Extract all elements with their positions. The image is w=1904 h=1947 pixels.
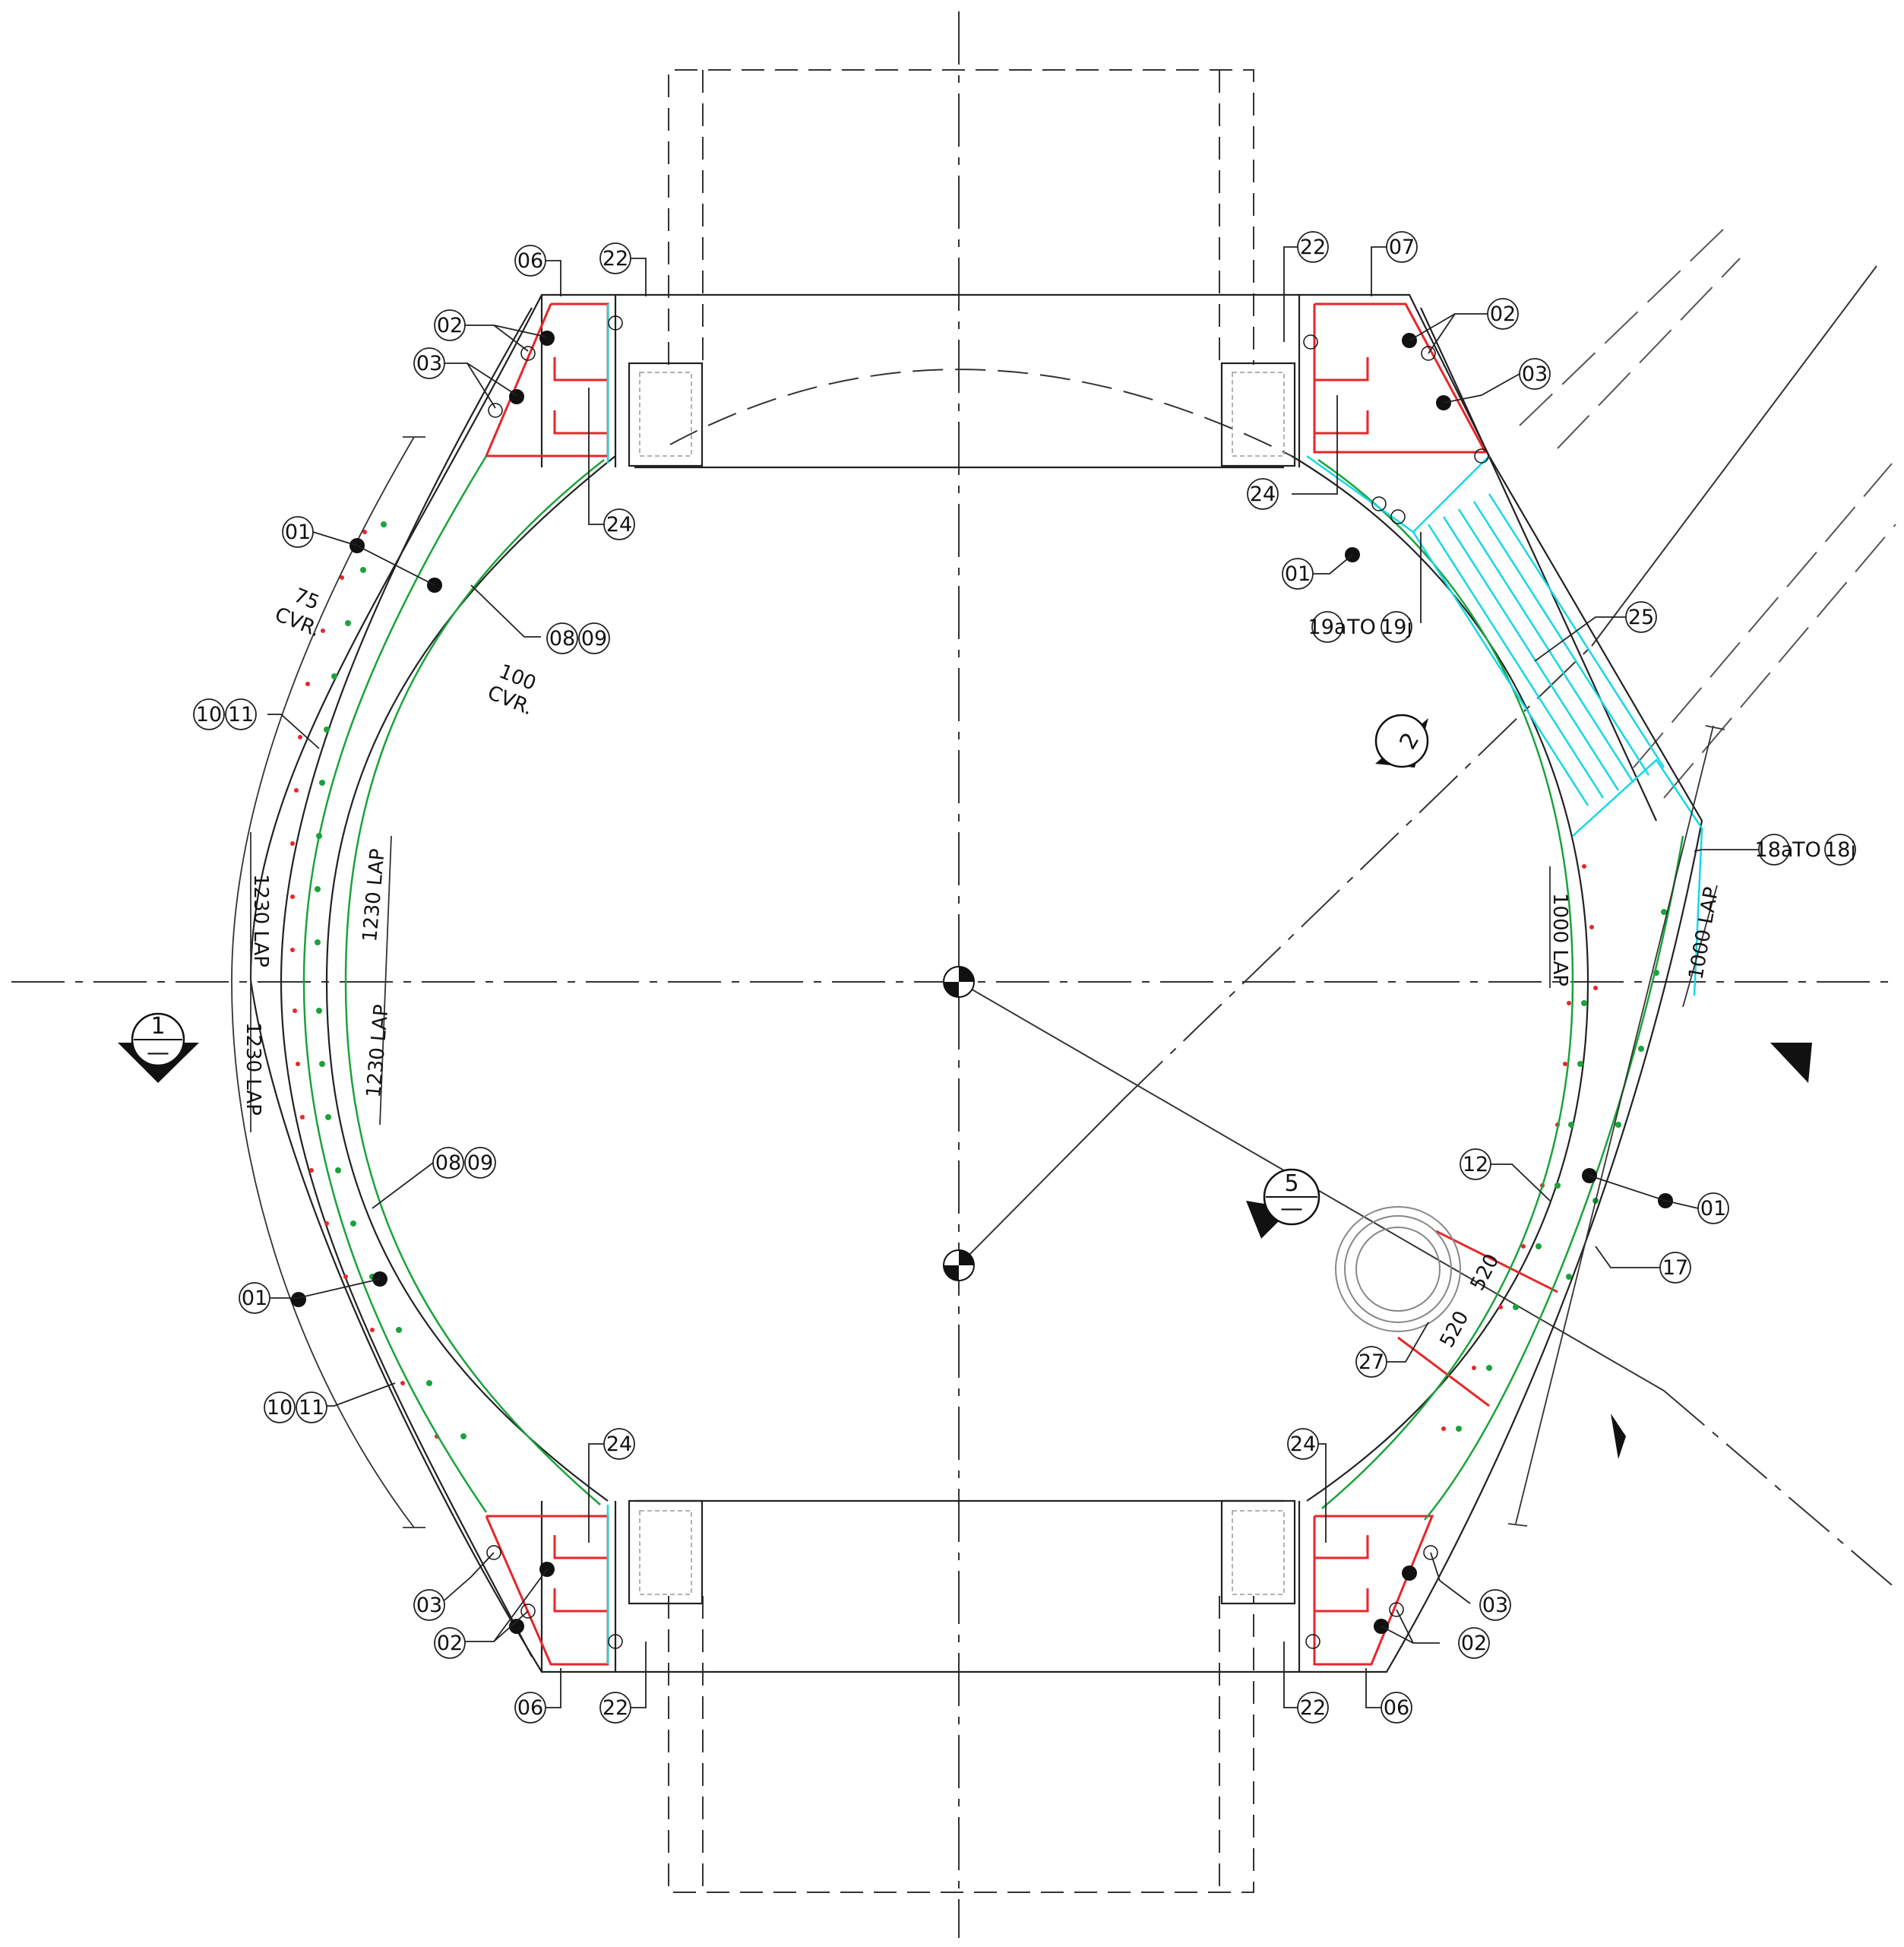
tag-03-top-right: 03: [1522, 362, 1548, 386]
tag-01-left-upper: 01: [285, 521, 311, 544]
tag-03-bottom-left: 03: [416, 1594, 442, 1617]
dim-520-upper: 520: [1466, 1250, 1504, 1294]
red-rebar: [484, 302, 1558, 1666]
section-arrows: [1611, 1043, 1812, 1459]
tag-02-bottom-right: 02: [1461, 1632, 1487, 1655]
centroid-symbols: [943, 966, 975, 1281]
tag-19a: 19a: [1308, 616, 1347, 639]
tag-03-bottom-right: 03: [1482, 1594, 1508, 1617]
dashed-column-outlines: [668, 69, 1254, 1893]
tag-06-bottom-left: 06: [517, 1696, 543, 1720]
green-rebar: [302, 455, 1684, 1521]
lap-1230-outer-upper: 1230 LAP: [249, 874, 272, 967]
tag-22-top-left: 22: [603, 247, 628, 271]
tag-10-upper: 10: [196, 703, 222, 727]
section-5-number: 5: [1284, 1170, 1298, 1197]
section-1-number: 1: [150, 1013, 165, 1040]
tag-24-top-right: 24: [1250, 483, 1276, 506]
dimension-texts: 75 CVR. 100 CVR. 1230 LAP 1230 LAP 1230 …: [242, 584, 1723, 1352]
tag-01-top-right: 01: [1285, 562, 1311, 586]
lap-1230-inner-upper: 1230 LAP: [359, 847, 390, 942]
diagonal-dashed-lines: [1519, 227, 1896, 799]
tag-06-bottom-right: 06: [1384, 1696, 1409, 1720]
dimension-lines: [231, 436, 1725, 1528]
tag-01-left-lower: 01: [242, 1287, 267, 1310]
tag-10-lower: 10: [267, 1396, 293, 1420]
tag-07-top-right: 07: [1389, 236, 1415, 259]
tag-01-right: 01: [1700, 1197, 1726, 1220]
tag-24-top-left: 24: [606, 513, 632, 537]
tag-24-bottom-right: 24: [1290, 1433, 1316, 1456]
tag-24-bottom-left: 24: [606, 1433, 632, 1456]
tag-22-bottom-left: 22: [603, 1696, 628, 1720]
tag-08-upper: 08: [549, 627, 575, 651]
section-marker-1: 1 —: [118, 1012, 199, 1083]
lap-1000-inner: 1000 LAP: [1548, 893, 1571, 986]
tag-18j: 18j: [1824, 838, 1856, 862]
cyan-rebar: [606, 304, 1703, 1664]
section-5-ref: —: [1280, 1195, 1303, 1222]
tag-19j: 19j: [1381, 616, 1412, 639]
lap-1230-inner-lower: 1230 LAP: [362, 1003, 394, 1098]
tag-09-lower: 09: [467, 1151, 493, 1175]
tag-08-lower: 08: [435, 1151, 461, 1175]
tag-03-top-left: 03: [416, 352, 442, 375]
tag-11-lower: 11: [299, 1396, 324, 1420]
tag-17: 17: [1662, 1256, 1688, 1280]
leader-lines: [267, 246, 1759, 1708]
opening-27: [1335, 1206, 1461, 1332]
tag-02-bottom-left: 02: [437, 1632, 463, 1655]
tag-18a: 18a: [1755, 838, 1794, 862]
tag-22-bottom-right: 22: [1300, 1696, 1326, 1720]
tag-09-upper: 09: [581, 627, 607, 651]
tag-bubbles: 06 22 02 03 24 01 08 09 10 11 08 09 01 1…: [193, 231, 1856, 1724]
section-marker-2: 2: [1374, 714, 1429, 768]
tag-25: 25: [1628, 606, 1654, 629]
tag-22-top-right: 22: [1300, 236, 1326, 259]
concrete-outline: [249, 293, 1703, 1673]
tag-18-to: TO: [1792, 838, 1821, 862]
tag-27: 27: [1358, 1350, 1384, 1374]
tag-02-top-right: 02: [1490, 302, 1516, 326]
tag-06-top-left: 06: [517, 249, 543, 273]
lap-1230-outer-lower: 1230 LAP: [242, 1022, 264, 1116]
red-rebar-dots: [290, 530, 1598, 1439]
section-marker-5: 5 —: [1246, 1168, 1320, 1239]
tag-11-upper: 11: [228, 703, 254, 727]
section-1-ref: —: [147, 1040, 169, 1066]
green-rebar-dots: [315, 521, 1667, 1439]
tag-02-top-left: 02: [437, 314, 463, 337]
tag-12: 12: [1463, 1153, 1488, 1176]
tag-19-to: TO: [1346, 616, 1376, 639]
lap-1000-outer: 1000 LAP: [1684, 885, 1723, 981]
embed-plate-details: [639, 372, 1285, 1595]
